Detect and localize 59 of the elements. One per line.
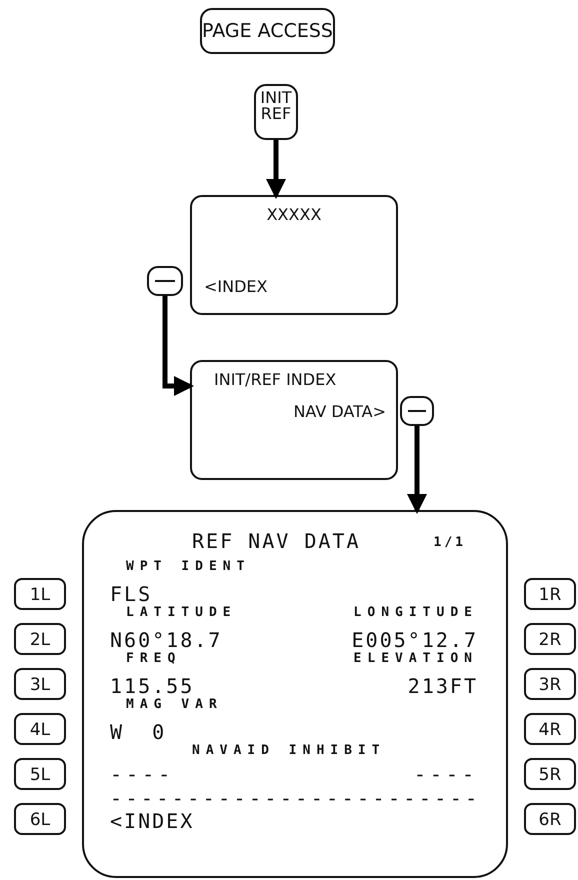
line-select-key — [14, 713, 66, 745]
field-heading: FREQ — [126, 651, 182, 666]
arrow — [407, 426, 427, 514]
line-select-key — [524, 803, 576, 835]
key-label: 1L — [28, 585, 52, 605]
line-select-key — [14, 578, 66, 610]
blank-key — [400, 396, 434, 426]
key-label: 1R — [538, 585, 562, 605]
display-screen — [190, 195, 398, 315]
line-select-key — [14, 758, 66, 790]
key-label: 6R — [538, 810, 562, 830]
key-label: 5R — [538, 765, 562, 785]
field-value: ---- — [414, 762, 478, 786]
field-heading: ELEVATION — [354, 651, 478, 666]
line-select-key — [14, 668, 66, 700]
key-label: 4L — [28, 720, 52, 740]
key-label: 5L — [28, 765, 52, 785]
prompt-text: <INDEX — [204, 277, 268, 296]
page-title: INIT REF — [259, 90, 293, 122]
arrow — [266, 140, 286, 199]
line-select-key — [14, 623, 66, 655]
field-value: E005°12.7 — [352, 628, 478, 652]
key-label: 3R — [538, 675, 562, 695]
field-heading: MAG VAR — [126, 697, 223, 712]
field-value: W 0 — [110, 720, 166, 744]
display-screen — [82, 510, 508, 878]
field-value: ---- — [110, 762, 174, 786]
line-select-key — [14, 803, 66, 835]
page-title: PAGE ACCESS — [202, 20, 333, 42]
key-label: 3L — [28, 675, 52, 695]
line-select-key — [524, 578, 576, 610]
field-value: 115.55 — [110, 674, 194, 698]
key-label: 4R — [538, 720, 562, 740]
key-label: 2L — [28, 630, 52, 650]
key-button — [254, 84, 298, 140]
field-value: <INDEX — [110, 809, 194, 833]
page-access-box — [200, 8, 335, 54]
line-select-key — [524, 623, 576, 655]
line-select-key — [524, 713, 576, 745]
line-select-key — [524, 758, 576, 790]
blank-key — [147, 266, 183, 296]
page-title: XXXXX — [266, 205, 322, 224]
field-value: ------------------------ — [110, 786, 481, 810]
key-label: 2R — [538, 630, 562, 650]
page-title: INIT/REF INDEX — [214, 370, 336, 389]
prompt-text: NAV DATA> — [293, 402, 386, 421]
field-heading: LATITUDE — [126, 605, 237, 620]
field-heading: NAVAID INHIBIT — [192, 743, 386, 758]
field-value: N60°18.7 — [110, 628, 222, 652]
field-value: FLS — [110, 582, 152, 606]
display-screen — [190, 360, 398, 480]
field-heading: 1/1 — [434, 535, 466, 550]
field-value: REF NAV DATA — [192, 529, 360, 553]
line-select-key — [524, 668, 576, 700]
field-heading: WPT IDENT — [126, 559, 250, 574]
field-value: 213FT — [408, 674, 478, 698]
field-heading: LONGITUDE — [354, 605, 478, 620]
key-label: 6L — [28, 810, 52, 830]
arrow — [162, 296, 194, 396]
